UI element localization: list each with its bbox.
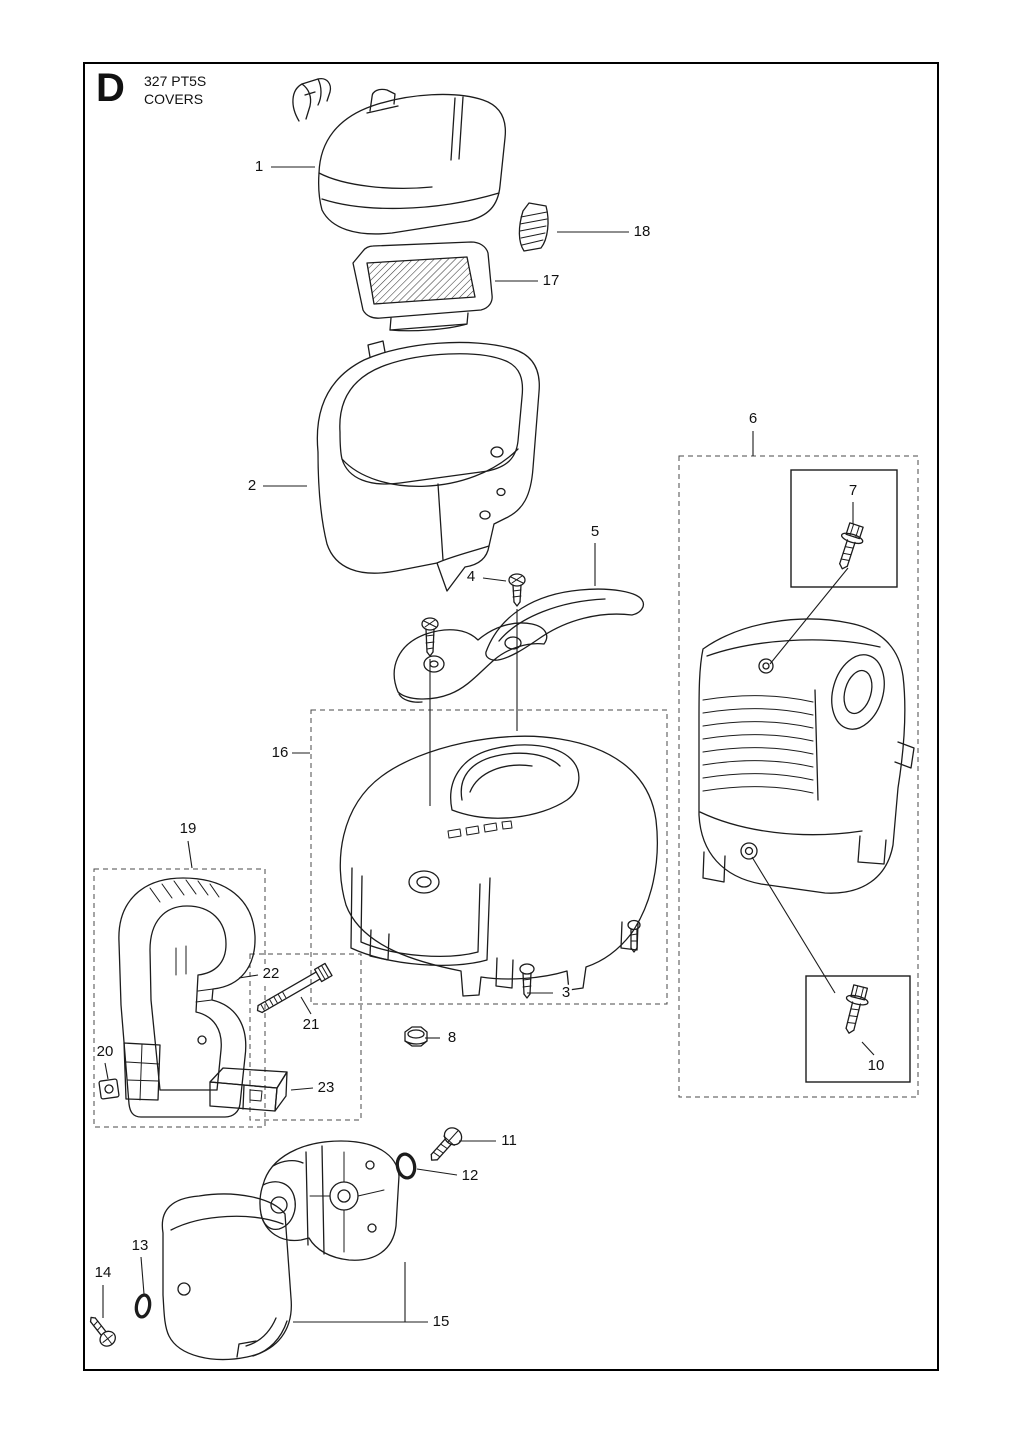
detail-box-7 — [790, 469, 898, 588]
clutch-cover — [259, 1140, 400, 1261]
part-21-bolt — [256, 962, 333, 1014]
callout-19: 19 — [177, 819, 199, 838]
callout-11: 11 — [499, 1131, 519, 1150]
part-4-screw — [508, 573, 526, 607]
part-11-screw — [430, 1127, 463, 1161]
mounting-screw-icon — [421, 617, 439, 657]
part-10-screw — [845, 984, 869, 1034]
group-box-16 — [310, 709, 668, 1005]
part-8-nut — [404, 1026, 428, 1047]
callout-14: 14 — [92, 1263, 114, 1282]
callout-12: 12 — [459, 1166, 481, 1185]
callout-5: 5 — [588, 522, 602, 541]
diagram-border — [83, 62, 939, 1371]
part-18-latch — [518, 202, 549, 252]
callout-18: 18 — [631, 222, 653, 241]
callout-21: 21 — [300, 1015, 322, 1034]
callout-2: 2 — [245, 476, 259, 495]
section-title: COVERS — [144, 91, 204, 107]
part-5-cover-strip — [485, 588, 645, 661]
callout-10: 10 — [865, 1056, 887, 1075]
part-16-engine-cover — [339, 735, 658, 997]
part-13-o-ring — [134, 1293, 152, 1319]
callout-3: 3 — [559, 983, 573, 1002]
part-23-spacer-block — [209, 1067, 288, 1112]
leader-lines — [102, 166, 875, 1323]
part-6-starter-housing — [698, 618, 915, 894]
part-7-screw — [839, 522, 864, 570]
part-20-square-nut — [98, 1078, 120, 1100]
part-1-air-filter-cover — [292, 78, 507, 235]
group-boxes — [93, 455, 919, 1128]
callout-15: 15 — [430, 1312, 452, 1331]
callout-23: 23 — [315, 1078, 337, 1097]
callout-20: 20 — [94, 1042, 116, 1061]
callout-1: 1 — [252, 157, 266, 176]
group-box-6 — [678, 455, 919, 1098]
callout-13: 13 — [129, 1236, 151, 1255]
part-3-screw — [519, 919, 641, 999]
callout-4: 4 — [464, 567, 478, 586]
model-number: 327 PT5S — [144, 73, 207, 89]
part-17-air-filter — [352, 241, 493, 332]
group-box-19 — [93, 868, 266, 1128]
group-box-22 — [249, 953, 362, 1121]
section-letter: D — [96, 66, 126, 110]
part-2-cylinder-cover — [316, 340, 540, 592]
part-14-screw — [89, 1316, 116, 1347]
callout-17: 17 — [540, 271, 562, 290]
callout-6: 6 — [746, 409, 760, 428]
part-19-handle-clamp — [118, 877, 256, 1118]
part-15-muffler-cover — [161, 1193, 292, 1361]
callout-8: 8 — [445, 1028, 459, 1047]
detail-box-10 — [805, 975, 911, 1083]
callout-16: 16 — [269, 743, 291, 762]
callout-22: 22 — [260, 964, 282, 983]
cover-bracket-plate — [393, 622, 548, 703]
callout-7: 7 — [846, 481, 860, 500]
